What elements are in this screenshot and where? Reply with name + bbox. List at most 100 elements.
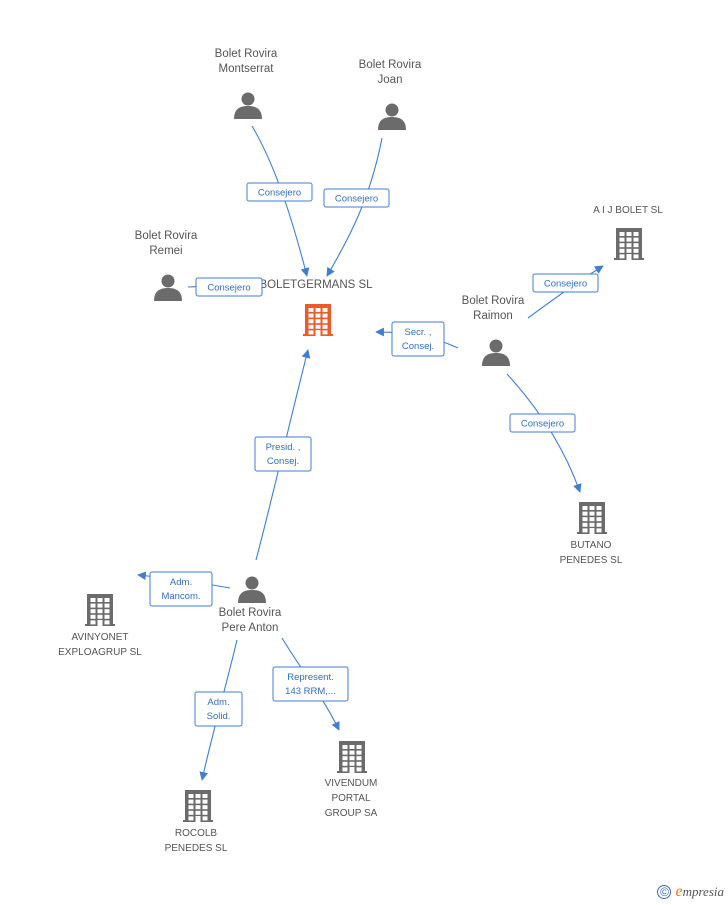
company-node-rocolb[interactable]: ROCOLB PENEDES SL — [165, 790, 228, 854]
person-icon — [154, 274, 182, 301]
person-icon — [234, 92, 262, 119]
relation-text: Consejero — [521, 419, 564, 430]
relation-text-line: Secr. , — [405, 327, 432, 338]
company-name-rocolb: ROCOLB PENEDES SL — [165, 828, 228, 854]
relation-box — [149, 571, 213, 607]
center-company-name: BOLETGERMANS SL — [259, 279, 373, 291]
relation-text-line: Consejero — [258, 188, 301, 199]
brand-watermark: © empresia — [657, 883, 724, 901]
relation-text-line: 143 RRM,... — [285, 686, 336, 697]
company-node-aij[interactable]: A I J BOLET SL — [593, 205, 663, 260]
company-name-aij-line: A I J BOLET SL — [593, 205, 663, 216]
person-name-remei-line: Bolet Rovira — [135, 230, 198, 242]
person-icon — [482, 339, 510, 366]
relation-text-line: Mancom. — [161, 591, 200, 602]
person-name-montserrat-line: Bolet Rovira — [215, 48, 278, 60]
person-name-remei-line: Remei — [149, 245, 182, 257]
relation-text: Consejero — [207, 283, 250, 294]
person-name-raimon-line: Raimon — [473, 310, 513, 322]
relation-text-line: Adm. — [170, 577, 192, 588]
relation-text-line: Represent. — [287, 672, 333, 683]
person-icon — [378, 103, 406, 130]
relation-text-line: Consej. — [402, 341, 434, 352]
company-name-butano-line: BUTANO — [571, 540, 612, 551]
relation-text-line: Consejero — [335, 194, 378, 205]
company-name-vivendum-line: GROUP SA — [325, 808, 378, 819]
center-building-icon — [303, 304, 333, 336]
relation-box — [509, 413, 576, 433]
person-name-joan-line: Bolet Rovira — [359, 59, 422, 71]
company-node-vivendum[interactable]: VIVENDUM PORTAL GROUP SA — [325, 741, 378, 819]
relation-text: Represent. 143 RRM,... — [285, 672, 336, 697]
relation-text: Consejero — [335, 194, 378, 205]
relation-text: Consejero — [544, 279, 587, 290]
relation-text-line: Solid. — [207, 711, 231, 722]
relation-text: Consejero — [258, 188, 301, 199]
company-name-rocolb-line: ROCOLB — [175, 828, 218, 839]
company-name-vivendum: VIVENDUM PORTAL GROUP SA — [325, 778, 378, 819]
relation-box — [323, 188, 390, 208]
company-name-avinyonet-line: AVINYONET — [71, 632, 128, 643]
brand-logo-letter: e — [675, 883, 683, 900]
relation-text-line: Consejero — [207, 283, 250, 294]
company-name-butano-line: PENEDES SL — [560, 555, 623, 566]
relation-box — [391, 321, 445, 357]
company-name-vivendum-line: VIVENDUM — [325, 778, 378, 789]
relation-box — [194, 691, 243, 727]
person-name-pere-line: Pere Anton — [222, 622, 279, 634]
relation-text-line: Consejero — [521, 419, 564, 430]
building-icon — [577, 502, 607, 534]
company-name-vivendum-line: PORTAL — [331, 793, 371, 804]
edge-joan-center — [326, 137, 383, 277]
building-icon — [85, 594, 115, 626]
company-node-butano[interactable]: BUTANO PENEDES SL — [560, 502, 623, 566]
relation-label-raimon-butano[interactable]: Consejero — [509, 413, 576, 433]
relation-box — [532, 273, 599, 293]
copyright-icon: © — [657, 885, 672, 899]
center-company-node[interactable]: BOLETGERMANS SL — [259, 279, 373, 336]
person-name-montserrat-line: Montserrat — [219, 63, 275, 75]
building-icon — [614, 228, 644, 260]
relation-label-pere-center[interactable]: Presid. , Consej. — [254, 436, 312, 472]
relation-text: Adm. Mancom. — [161, 577, 200, 602]
relation-text-line: Consej. — [267, 456, 299, 467]
relation-box — [195, 277, 263, 297]
person-name-raimon-line: Bolet Rovira — [462, 295, 525, 307]
relation-label-montserrat-center[interactable]: Consejero — [246, 182, 313, 202]
company-name-avinyonet: AVINYONET EXPLOAGRUP SL — [58, 632, 142, 658]
relation-label-raimon-aij[interactable]: Consejero — [532, 273, 599, 293]
relation-label-joan-center[interactable]: Consejero — [323, 188, 390, 208]
building-icon — [183, 790, 213, 822]
relation-box — [254, 436, 312, 472]
relation-label-pere-rocolb[interactable]: Adm.Solid. — [194, 691, 243, 727]
relation-label-raimon-center[interactable]: Secr. , Consej. — [391, 321, 445, 357]
edge-raimon-butano — [506, 373, 582, 493]
company-node-avinyonet[interactable]: AVINYONET EXPLOAGRUP SL — [58, 594, 142, 658]
brand-name: mpresia — [682, 884, 724, 899]
relation-text-line: Consejero — [544, 279, 587, 290]
building-icon — [337, 741, 367, 773]
company-name-avinyonet-line: EXPLOAGRUP SL — [58, 647, 142, 658]
relation-label-pere-avinyonet[interactable]: Adm. Mancom. — [149, 571, 213, 607]
relation-text-line: Presid. , — [266, 442, 301, 453]
relation-box — [246, 182, 313, 202]
relation-text: Secr. , Consej. — [402, 327, 434, 352]
relation-box — [272, 666, 349, 702]
relation-label-pere-vivendum[interactable]: Represent. 143 RRM,... — [272, 666, 349, 702]
company-name-butano: BUTANO PENEDES SL — [560, 540, 623, 566]
company-name-rocolb-line: PENEDES SL — [165, 843, 228, 854]
person-name-pere-line: Bolet Rovira — [219, 607, 282, 619]
relation-label-remei-center[interactable]: Consejero — [195, 277, 263, 297]
